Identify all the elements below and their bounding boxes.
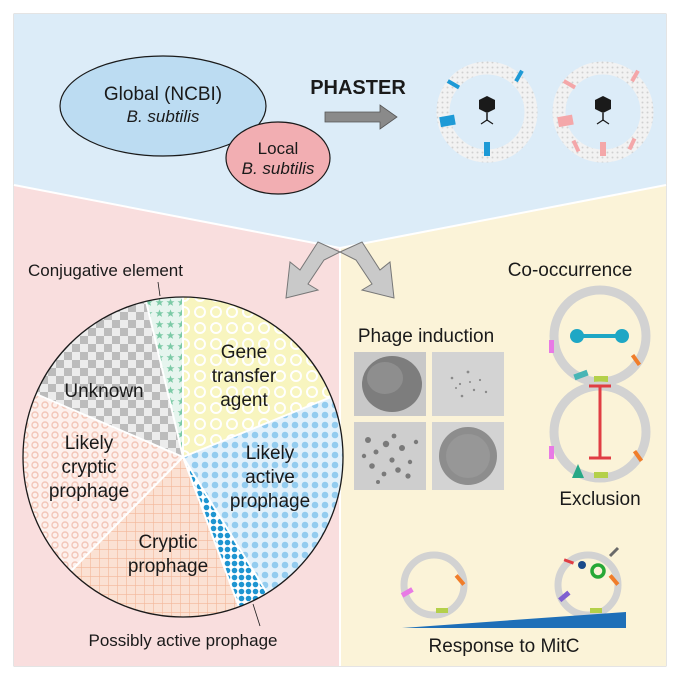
pie-chart	[22, 296, 344, 618]
local-species: B. subtilis	[242, 159, 315, 178]
excised-element-green	[590, 563, 606, 579]
local-title: Local	[258, 139, 299, 158]
label-gene-transfer-agent: Gene transfer agent	[212, 342, 277, 411]
slice-gene-transfer-agent	[183, 297, 331, 457]
leader-line-possibly-active	[252, 603, 261, 627]
slice-likely-active-prophage	[183, 397, 343, 593]
svg-text:Gene: Gene	[221, 342, 267, 363]
label-likely-cryptic-prophage: Likely cryptic prophage	[49, 433, 129, 502]
plate-2	[432, 352, 504, 416]
phage-icon	[479, 96, 495, 125]
pie-outline	[22, 296, 344, 618]
linked-element-a	[570, 329, 584, 343]
prophage-markers-pink	[557, 69, 640, 156]
global-database: Global (NCBI) B. subtilis	[59, 55, 267, 157]
co-occurrence-label: Co-occurrence	[508, 260, 633, 281]
svg-text:Likely: Likely	[65, 433, 114, 454]
arrow-left	[285, 241, 342, 299]
svg-text:cryptic: cryptic	[62, 457, 117, 478]
mitc-genome-left	[400, 551, 468, 619]
global-title: Global (NCBI)	[104, 84, 222, 105]
label-conjugative-element: Conjugative element	[28, 261, 183, 280]
prophage-marker-orange	[630, 353, 642, 367]
global-species: B. subtilis	[127, 107, 200, 126]
mitc-gradient-wedge	[402, 612, 626, 628]
exclusion-label: Exclusion	[559, 489, 640, 510]
local-ellipse	[225, 121, 331, 195]
split-arrows	[285, 241, 395, 299]
slice-separators	[35, 297, 332, 608]
prophage-markers-blue	[439, 69, 524, 156]
excluded-element	[572, 464, 584, 478]
exclusion-genome	[549, 381, 651, 483]
arrow-right	[338, 241, 395, 299]
phaster-arrow	[324, 104, 398, 130]
phage-icon	[595, 96, 611, 125]
svg-text:Likely: Likely	[246, 443, 295, 464]
svg-text:transfer: transfer	[212, 366, 277, 387]
local-genome-ring	[552, 61, 654, 163]
svg-text:prophage: prophage	[230, 491, 310, 512]
label-possibly-active-prophage: Possibly active prophage	[88, 631, 277, 650]
slice-unknown	[36, 301, 183, 457]
slice-possibly-active-prophage	[183, 457, 267, 607]
prophage-marker-magenta	[549, 340, 554, 353]
induction-plates	[354, 352, 504, 490]
svg-text:prophage: prophage	[49, 481, 129, 502]
phaster-label: PHASTER	[310, 77, 406, 99]
global-genome-ring	[436, 61, 538, 163]
svg-text:prophage: prophage	[128, 556, 208, 577]
leader-line-conjugative	[157, 281, 161, 297]
svg-text:Cryptic: Cryptic	[138, 532, 197, 553]
phage-induction-title: Phage induction	[358, 326, 494, 347]
label-cryptic-prophage: Cryptic prophage	[128, 532, 208, 577]
excised-element-dark	[578, 561, 586, 569]
genome-ring	[400, 551, 468, 619]
label-likely-active-prophage: Likely active prophage	[230, 443, 310, 512]
svg-text:agent: agent	[220, 390, 268, 411]
local-database: Local B. subtilis	[225, 121, 331, 195]
global-ellipse	[59, 55, 267, 157]
svg-text:active: active	[245, 467, 295, 488]
label-unknown: Unknown	[64, 381, 143, 402]
slice-likely-cryptic-prophage	[23, 394, 183, 571]
linked-element-b	[615, 329, 629, 343]
mitc-label: Response to MitC	[428, 636, 579, 657]
